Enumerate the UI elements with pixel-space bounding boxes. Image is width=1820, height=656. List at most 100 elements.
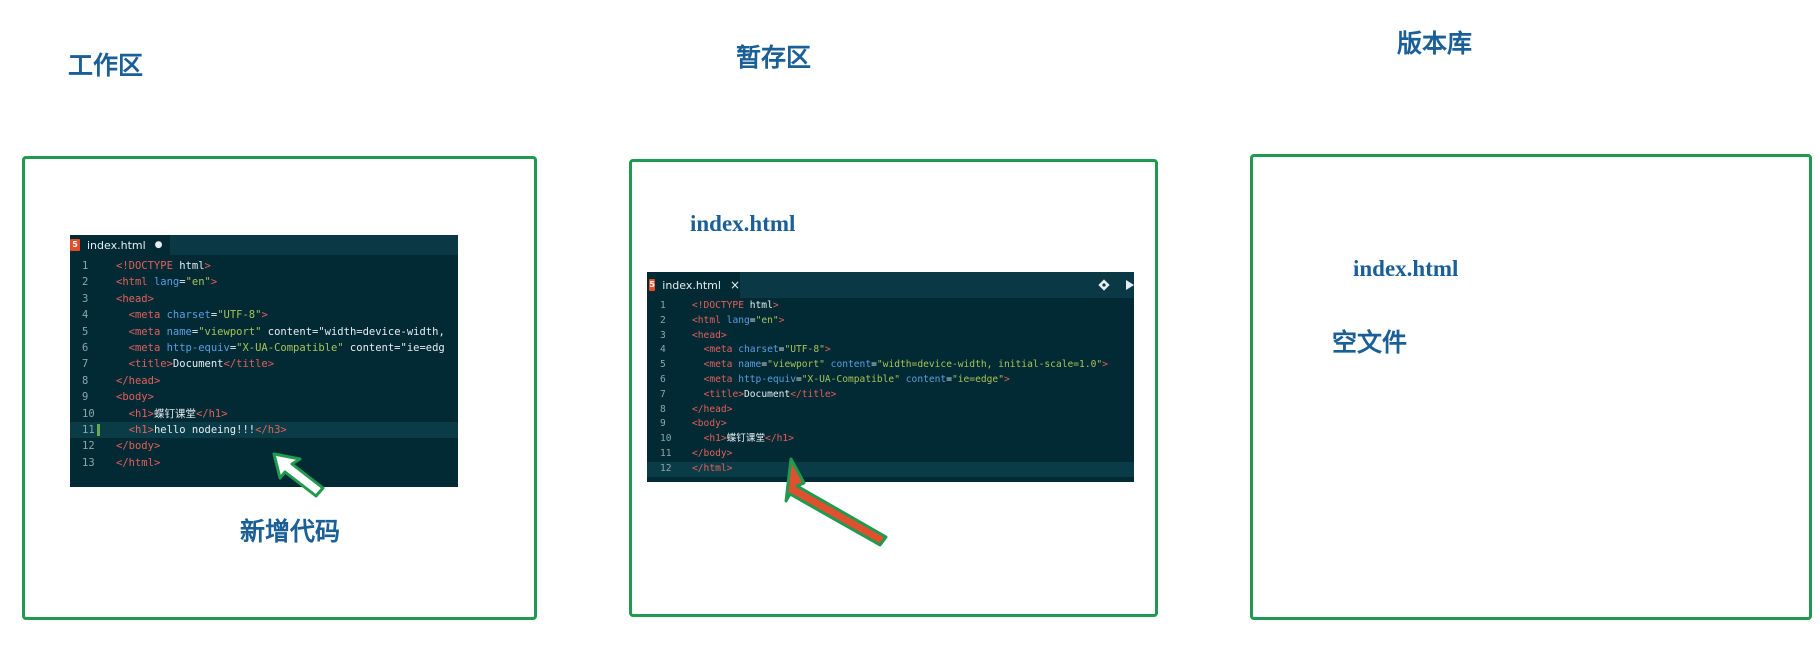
line-source: </html>: [692, 462, 733, 474]
line-number: 10: [660, 433, 672, 445]
line-source: <html lang="en">: [116, 276, 218, 289]
line-source: </head>: [692, 403, 733, 415]
line-number: 3: [660, 329, 666, 341]
line-number: 9: [82, 391, 89, 404]
filled-arrow-icon: [784, 457, 888, 547]
code-line-10: 10 <h1>蝶钉课堂</h1>: [70, 406, 458, 422]
line-source: </body>: [116, 440, 161, 453]
code-line-6: 6 <meta http-equiv="X-UA-Compatible" con…: [647, 373, 1134, 388]
line-number: 7: [660, 388, 666, 400]
line-source: <meta name="viewport" content="width=dev…: [128, 325, 445, 338]
code-line-5: 5 <meta name="viewport" content="width=d…: [70, 324, 458, 340]
code-line-7: 7 <title>Document</title>: [70, 356, 458, 372]
line-source: <html lang="en">: [692, 314, 785, 326]
code-line-8: 8 </head>: [70, 373, 458, 389]
line-number: 13: [82, 456, 95, 469]
line-source: </head>: [116, 374, 161, 387]
line-number: 2: [82, 276, 89, 289]
line-number: 8: [82, 374, 89, 387]
staging-area-panel: [629, 159, 1158, 617]
line-number: 4: [660, 344, 666, 356]
editor-tab-index-html[interactable]: 5 index.html ×: [647, 272, 740, 298]
line-source: <body>: [692, 418, 727, 430]
line-source: <meta http-equiv="X-UA-Compatible" conte…: [703, 373, 1010, 385]
line-number: 10: [82, 407, 95, 420]
line-source: <!DOCTYPE html>: [116, 260, 211, 272]
modified-line-marker: [97, 423, 100, 437]
repository-title: 版本库: [1397, 29, 1473, 58]
line-number: 12: [660, 462, 672, 474]
line-number: 6: [82, 341, 89, 354]
line-number: 6: [660, 373, 666, 385]
line-source: <head>: [116, 292, 154, 305]
git-icon[interactable]: [1098, 279, 1110, 291]
code-lines: 1 <!DOCTYPE html> 2 <html lang="en"> 3 <head>…: [70, 258, 458, 471]
staging-code-editor: 5 index.html × 1 <!DOCTYPE html> 2 <html la…: [647, 272, 1134, 482]
code-line-9: 9 <body>: [647, 417, 1134, 432]
editor-tab-index-html[interactable]: 5 index.html ●: [70, 235, 170, 255]
html5-icon: 5: [70, 239, 80, 251]
code-line-2: 2 <html lang="en">: [647, 314, 1134, 329]
line-source: <meta charset="UTF-8">: [128, 309, 268, 322]
code-line-8: 8 </head>: [647, 403, 1134, 418]
editor-tab-bar: 5 index.html ×: [647, 272, 1134, 298]
code-line-5: 5 <meta name="viewport" content="width=d…: [647, 358, 1134, 373]
line-number: 1: [82, 260, 89, 272]
line-number: 4: [82, 309, 89, 322]
code-line-10: 10 <h1>蝶钉课堂</h1>: [647, 432, 1134, 447]
close-icon[interactable]: ×: [729, 278, 740, 292]
line-number: 11: [660, 447, 672, 459]
line-number: 9: [660, 418, 666, 430]
line-number: 5: [660, 359, 666, 371]
tab-label: index.html: [87, 238, 146, 252]
new-code-annotation: 新增代码: [240, 517, 341, 546]
code-line-7: 7 <title>Document</title>: [647, 388, 1134, 403]
line-number: 12: [82, 440, 95, 453]
line-number: 8: [660, 403, 666, 415]
working-code-editor: 5 index.html ● 1 <!DOCTYPE html> 2 <html la…: [70, 235, 458, 487]
line-source: <title>Document</title>: [703, 388, 837, 400]
tab-label: index.html: [662, 278, 721, 292]
code-line-12: 12 </body>: [70, 438, 458, 454]
repository-file-name: index.html: [1353, 256, 1459, 281]
line-source: <head>: [692, 329, 727, 341]
code-line-11: 11 </body>: [647, 447, 1134, 462]
code-line-2: 2 <html lang="en">: [70, 274, 458, 290]
code-line-11: 11 <h1>hello nodeing!!!</h3>: [70, 421, 458, 439]
line-number: 5: [82, 325, 89, 338]
line-source: <meta name="viewport" content="width=dev…: [703, 359, 1108, 371]
code-lines: 1 <!DOCTYPE html> 2 <html lang="en"> 3 <head>…: [647, 299, 1134, 477]
line-source: <!DOCTYPE html>: [692, 300, 779, 311]
code-line-12: 12 </html>: [647, 461, 1134, 477]
outline-arrow-icon: [272, 452, 325, 498]
unsaved-dot-icon: ●: [154, 240, 163, 250]
staged-file-name: index.html: [690, 211, 796, 236]
repository-panel: [1250, 154, 1812, 620]
line-number: 7: [82, 358, 89, 371]
line-number: 11: [82, 423, 95, 436]
staging-area-title: 暂存区: [736, 43, 812, 72]
line-source: </body>: [692, 447, 733, 459]
play-icon[interactable]: [1125, 279, 1134, 291]
code-line-9: 9 <body>: [70, 389, 458, 405]
html5-icon: 5: [649, 279, 656, 291]
line-number: 3: [82, 292, 89, 305]
line-source: <meta http-equiv="X-UA-Compatible" conte…: [128, 341, 445, 354]
line-source: <h1>蝶钉课堂</h1>: [703, 433, 794, 445]
code-line-4: 4 <meta charset="UTF-8">: [647, 343, 1134, 358]
empty-file-status: 空文件: [1332, 328, 1408, 357]
line-number: 2: [660, 314, 666, 326]
line-number: 1: [660, 300, 666, 311]
line-source: </html>: [116, 456, 161, 469]
line-source: <h1>蝶钉课堂</h1>: [128, 407, 228, 420]
working-area-title: 工作区: [68, 51, 144, 80]
line-source: <meta charset="UTF-8">: [703, 344, 831, 356]
line-source: <body>: [116, 391, 154, 404]
code-line-6: 6 <meta http-equiv="X-UA-Compatible" con…: [70, 340, 458, 356]
working-area-panel: [22, 156, 537, 620]
code-line-13: 13 </html>: [70, 455, 458, 471]
code-line-3: 3 <head>: [70, 291, 458, 307]
code-line-3: 3 <head>: [647, 329, 1134, 344]
code-line-1: 1 <!DOCTYPE html>: [70, 258, 458, 274]
